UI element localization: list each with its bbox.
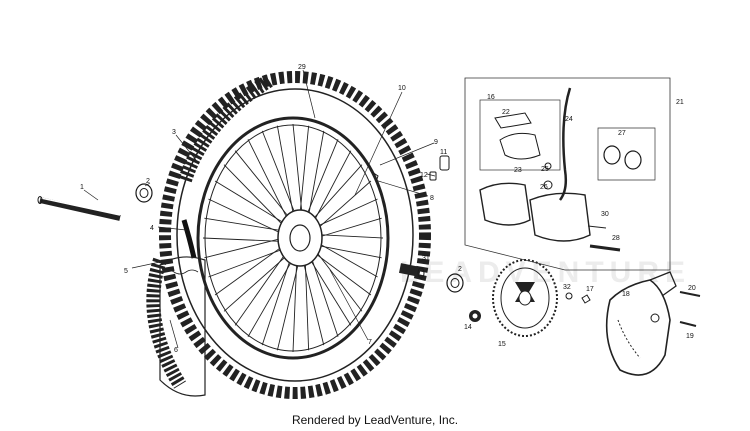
spoke (300, 252, 325, 346)
spoke (223, 249, 294, 312)
spoke (309, 150, 352, 230)
rim-strip (181, 219, 197, 259)
callout-28: 28 (612, 235, 620, 242)
spoke (261, 130, 300, 224)
callout-29: 29 (298, 64, 306, 71)
spoke (311, 233, 384, 239)
leader-lines (83, 69, 436, 349)
callout-12: 12 (420, 172, 428, 179)
spoke (304, 251, 352, 326)
callout-3: 3 (172, 129, 176, 136)
tire-upper (178, 74, 274, 183)
valve-parts (371, 155, 450, 183)
spoke (247, 139, 293, 228)
spoke (311, 217, 382, 240)
callout-31: 31 (422, 255, 430, 262)
spoke (298, 125, 310, 224)
callout-5: 5 (124, 268, 128, 275)
spoke (306, 130, 325, 226)
spoke (310, 244, 363, 312)
callout-26: 26 (540, 184, 548, 191)
callouts: 1 2 3 4 5 6 7 8 9 10 11 12 14 15 16 17 1… (80, 64, 696, 354)
callout-16: 16 (487, 94, 495, 101)
spoke (208, 246, 291, 278)
axle (37, 196, 121, 221)
spoke (204, 236, 289, 259)
bearing-right (446, 273, 464, 293)
callout-10: 10 (398, 85, 406, 92)
spoke (311, 239, 378, 278)
spoke (308, 248, 372, 296)
disc-guard (605, 271, 677, 376)
callout-27: 27 (618, 130, 626, 137)
callout-22: 22 (502, 109, 510, 116)
callout-2-left: 2 (146, 178, 150, 185)
caliper-group (464, 77, 671, 271)
spoke (202, 237, 289, 243)
axle-nut (469, 310, 481, 322)
callout-17: 17 (586, 286, 594, 293)
watermark: LEADVENTURE (400, 256, 691, 289)
callout-8: 8 (430, 195, 434, 202)
callout-20: 20 (688, 285, 696, 292)
disc-bolts (565, 292, 591, 304)
spoke (309, 198, 378, 230)
footer-credit: Rendered by LeadVenture, Inc. (291, 413, 459, 427)
callout-15: 15 (498, 341, 506, 348)
callout-9: 9 (434, 139, 438, 146)
guard-bolts (679, 291, 701, 327)
spoke (234, 150, 296, 225)
hub-spacer (399, 263, 425, 279)
spoke (204, 217, 290, 233)
spoke (234, 246, 291, 326)
wheel-assembly (159, 71, 431, 399)
spoke (276, 125, 296, 225)
callout-21: 21 (676, 99, 684, 106)
spoke (310, 243, 382, 259)
spoke (247, 252, 298, 337)
callout-1: 1 (80, 184, 84, 191)
callout-11: 11 (440, 149, 447, 156)
spoke (223, 164, 290, 232)
bearing-left (135, 183, 153, 203)
callout-23: 23 (514, 167, 522, 174)
callout-19: 19 (686, 333, 694, 340)
brake-disc (492, 259, 558, 337)
tire-section (146, 257, 186, 389)
spoke (306, 164, 363, 227)
callout-2-right: 2 (458, 266, 462, 273)
spoke (214, 180, 292, 228)
callout-4: 4 (150, 225, 154, 232)
spoke (311, 180, 372, 235)
spoke (307, 248, 339, 337)
spoke (304, 251, 310, 351)
spoke (208, 198, 289, 237)
spoke (276, 252, 302, 351)
callout-30: 30 (601, 211, 609, 218)
callout-25: 25 (541, 166, 549, 173)
spoke (261, 250, 294, 346)
callout-24: 24 (565, 116, 573, 123)
spoke (292, 123, 304, 224)
callout-32: 32 (563, 284, 571, 291)
spoke (292, 252, 298, 353)
spoke (214, 241, 289, 296)
callout-6: 6 (174, 347, 178, 354)
callout-18: 18 (622, 291, 630, 298)
spoke (302, 139, 339, 224)
callout-14: 14 (464, 324, 472, 331)
callout-7: 7 (368, 339, 372, 346)
